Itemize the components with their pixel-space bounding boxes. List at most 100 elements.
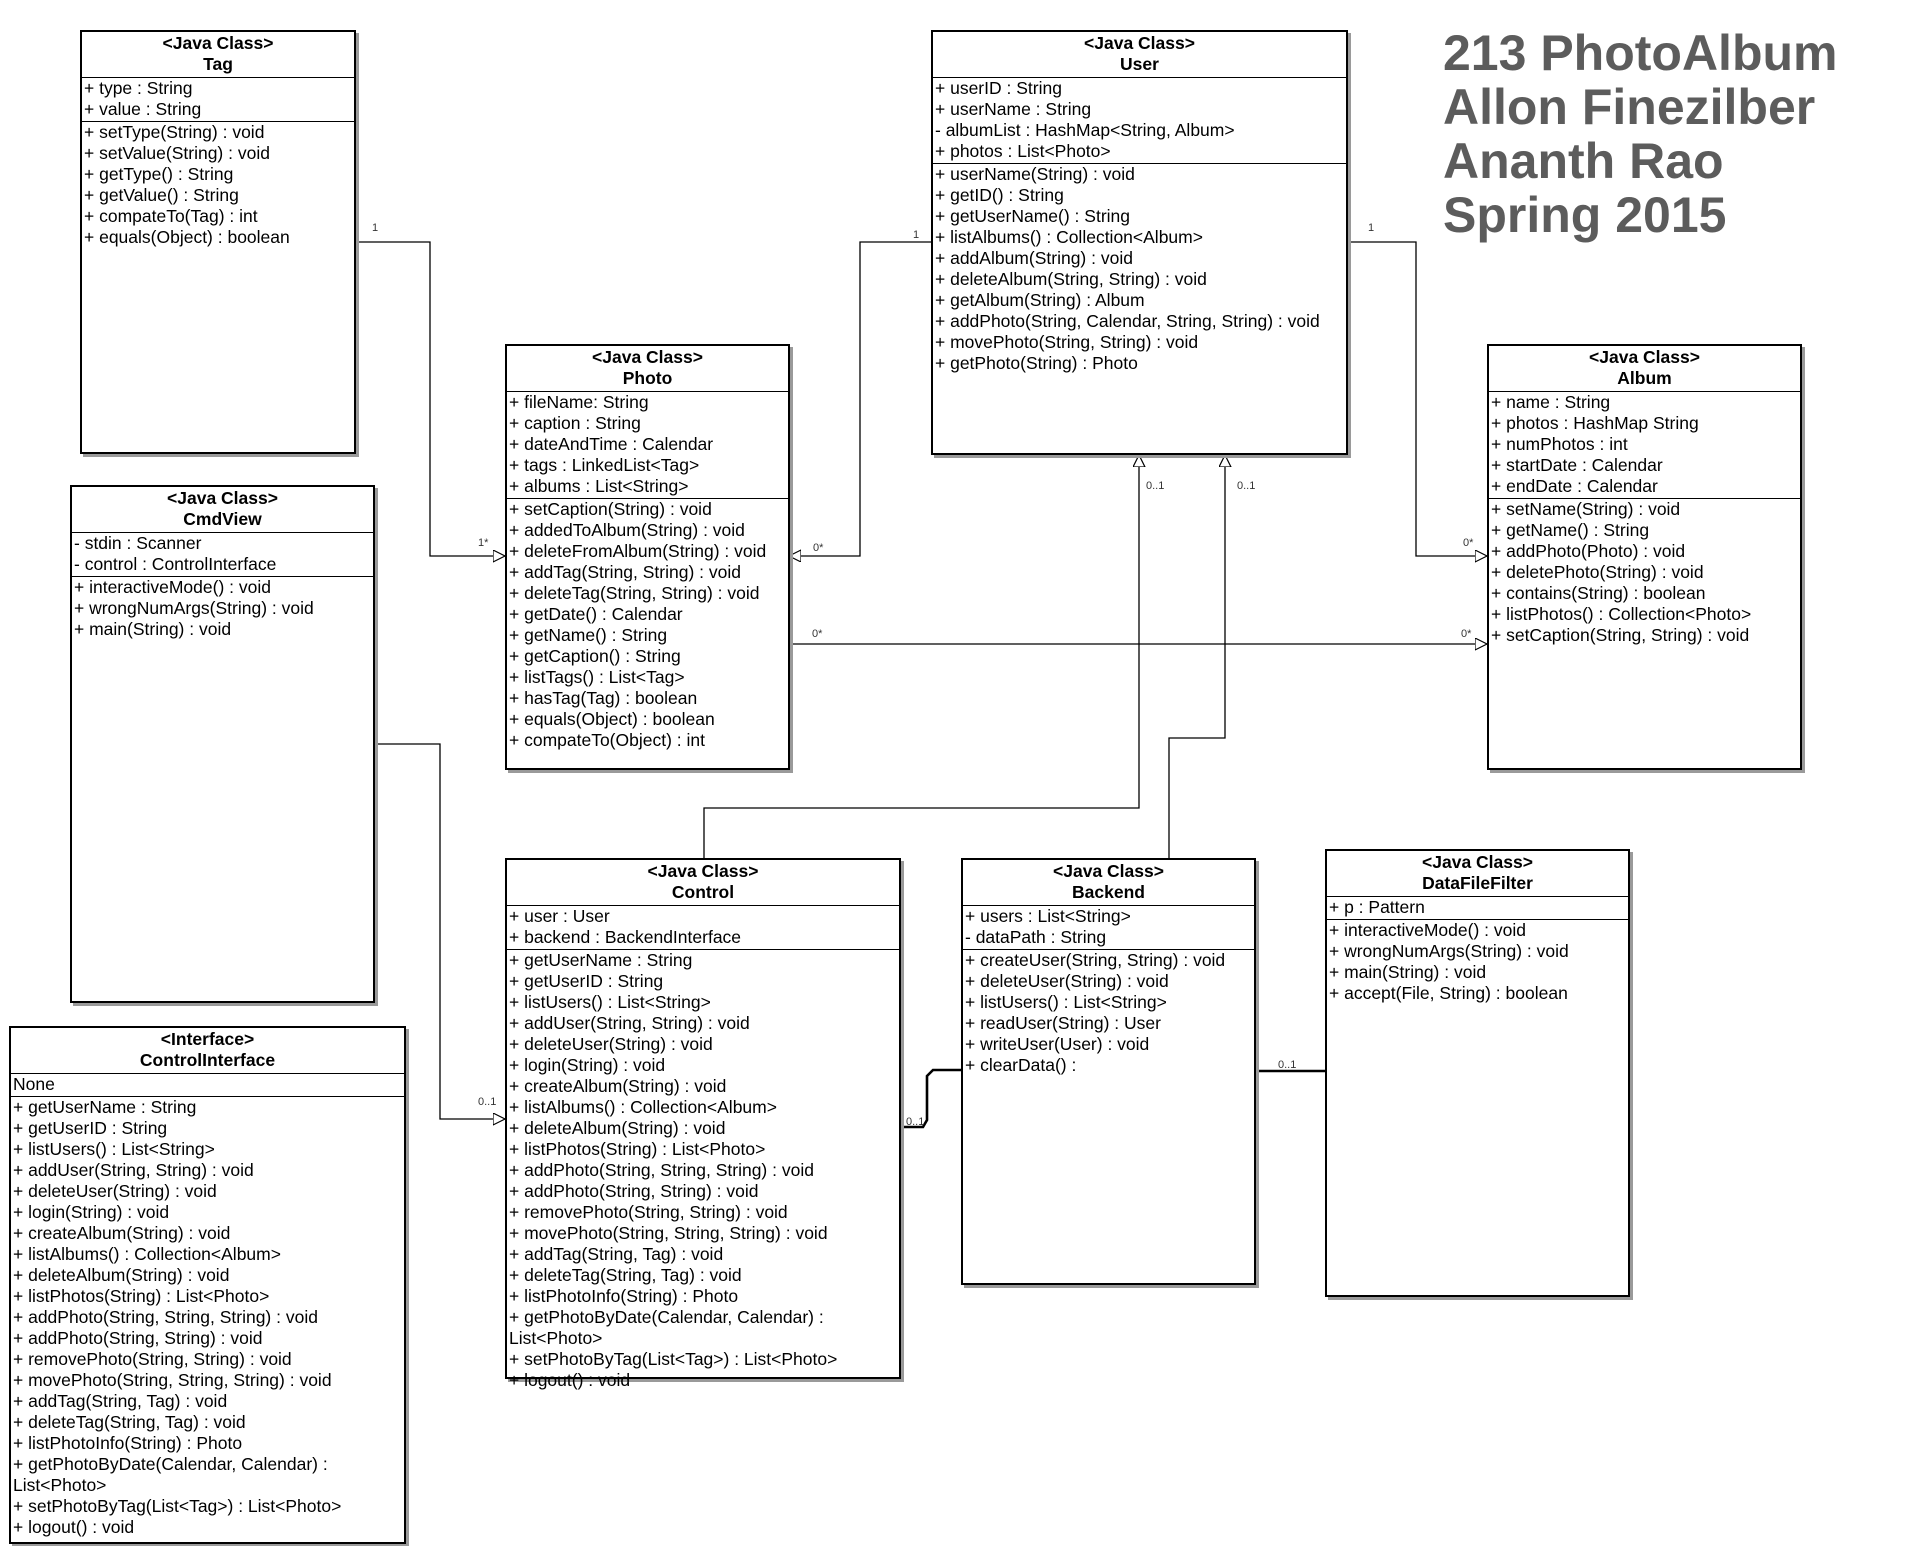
class-header: <Java Class>Tag bbox=[82, 32, 354, 78]
method: + addAlbum(String) : void bbox=[935, 248, 1133, 268]
method: + equals(Object) : boolean bbox=[84, 227, 290, 247]
mult-cmdview-control: 0..1 bbox=[478, 1096, 496, 1108]
mult-backend-user: 0..1 bbox=[1237, 480, 1255, 492]
edge-control-user bbox=[703, 455, 1139, 858]
class-album: <Java Class>Album+ name : String+ photos… bbox=[1487, 344, 1802, 770]
field: + albums : List<String> bbox=[509, 476, 689, 496]
method: + wrongNumArgs(String) : void bbox=[74, 598, 314, 618]
field: + type : String bbox=[84, 78, 193, 98]
method: + listAlbums() : Collection<Album> bbox=[935, 227, 1203, 247]
method: + getCaption() : String bbox=[509, 646, 681, 666]
field: + caption : String bbox=[509, 413, 641, 433]
field: - stdin : Scanner bbox=[74, 533, 202, 553]
class-header: <Java Class>CmdView bbox=[72, 487, 373, 533]
class-name: DataFileFilter bbox=[1422, 873, 1533, 893]
method: + setPhotoByTag(List<Tag>) : List<Photo> bbox=[13, 1496, 342, 1516]
method: + removePhoto(String, String) : void bbox=[13, 1349, 292, 1369]
method: + setType(String) : void bbox=[84, 122, 265, 142]
method: + contains(String) : boolean bbox=[1491, 583, 1706, 603]
method: + listPhotos(String) : List<Photo> bbox=[509, 1139, 766, 1159]
method: + listUsers() : List<String> bbox=[509, 992, 711, 1012]
methods-section: + setType(String) : void+ setValue(Strin… bbox=[82, 122, 354, 249]
field: + dateAndTime : Calendar bbox=[509, 434, 714, 454]
fields-section: + userID : String+ userName : String- al… bbox=[933, 78, 1346, 164]
method: + clearData() : bbox=[965, 1055, 1077, 1075]
method: + wrongNumArgs(String) : void bbox=[1329, 941, 1569, 961]
methods-section: + createUser(String, String) : void+ del… bbox=[963, 950, 1254, 1077]
class-name: Photo bbox=[622, 368, 673, 388]
method: + deletePhoto(String) : void bbox=[1491, 562, 1704, 582]
class-control: <Java Class>Control+ user : User+ backen… bbox=[505, 858, 901, 1390]
edge-backend-user bbox=[1168, 455, 1225, 858]
field: + startDate : Calendar bbox=[1491, 455, 1663, 475]
mult-user-album-src: 1 bbox=[1368, 222, 1374, 234]
mult-control-backend: 0..1 bbox=[906, 1116, 924, 1128]
stereotype-label: <Java Class> bbox=[647, 861, 759, 881]
fields-section: + p : Pattern bbox=[1327, 897, 1628, 920]
class-header: <Java Class>DataFileFilter bbox=[1327, 851, 1628, 897]
fields-section: + type : String+ value : String bbox=[82, 78, 354, 122]
method: + main(String) : void bbox=[1329, 962, 1487, 982]
fields-section: - stdin : Scanner- control : ControlInte… bbox=[72, 533, 373, 577]
field: + fileName: String bbox=[509, 392, 649, 412]
class-header: <Interface>ControlInterface bbox=[11, 1028, 404, 1074]
method: + getType() : String bbox=[84, 164, 234, 184]
method: + deleteUser(String) : void bbox=[965, 971, 1169, 991]
method: + movePhoto(String, String) : void bbox=[935, 332, 1199, 352]
method: + addedToAlbum(String) : void bbox=[509, 520, 745, 540]
class-name: User bbox=[1120, 54, 1159, 74]
method: + getUserID : String bbox=[13, 1118, 168, 1138]
stereotype-label: <Java Class> bbox=[167, 488, 278, 508]
method: + userName(String) : void bbox=[935, 164, 1135, 184]
mult-user-photo-dst: 0* bbox=[813, 542, 824, 554]
method: + addPhoto(String, String, String) : voi… bbox=[509, 1160, 814, 1180]
method: + createUser(String, String) : void bbox=[965, 950, 1226, 970]
method: + getAlbum(String) : Album bbox=[935, 290, 1145, 310]
method: + getPhotoByDate(Calendar, Calendar) : L… bbox=[13, 1454, 328, 1495]
methods-section: + interactiveMode() : void+ wrongNumArgs… bbox=[1327, 920, 1628, 1005]
method: + addTag(String, Tag) : void bbox=[509, 1244, 724, 1264]
method: + listAlbums() : Collection<Album> bbox=[13, 1244, 281, 1264]
method: + listPhotoInfo(String) : Photo bbox=[509, 1286, 739, 1306]
method: + logout() : void bbox=[13, 1517, 135, 1537]
method: + interactiveMode() : void bbox=[1329, 920, 1526, 940]
method: + logout() : void bbox=[509, 1370, 631, 1390]
stereotype-label: <Java Class> bbox=[162, 33, 274, 53]
method: + getUserName() : String bbox=[935, 206, 1130, 226]
methods-section: + setCaption(String) : void+ addedToAlbu… bbox=[507, 499, 788, 752]
class-photo: <Java Class>Photo+ fileName: String+ cap… bbox=[505, 344, 790, 770]
method: + deleteUser(String) : void bbox=[509, 1034, 713, 1054]
method: + main(String) : void bbox=[74, 619, 232, 639]
method: + accept(File, String) : boolean bbox=[1329, 983, 1568, 1003]
class-tag: <Java Class>Tag+ type : String+ value : … bbox=[80, 30, 356, 454]
field: - dataPath : String bbox=[965, 927, 1107, 947]
method: + getValue() : String bbox=[84, 185, 239, 205]
method: + deleteAlbum(String) : void bbox=[509, 1118, 726, 1138]
class-header: <Java Class>Control bbox=[507, 860, 899, 906]
field: + endDate : Calendar bbox=[1491, 476, 1658, 496]
method: + getDate() : Calendar bbox=[509, 604, 683, 624]
method: + setCaption(String, String) : void bbox=[1491, 625, 1750, 645]
method: + deleteTag(String, String) : void bbox=[509, 583, 760, 603]
method: + listPhotos() : Collection<Photo> bbox=[1491, 604, 1752, 624]
edge-control-backend bbox=[901, 1068, 961, 1129]
class-name: CmdView bbox=[183, 509, 262, 529]
fields-section: + name : String+ photos : HashMap String… bbox=[1489, 392, 1800, 499]
method: + listUsers() : List<String> bbox=[965, 992, 1167, 1012]
fields-section: + fileName: String+ caption : String+ da… bbox=[507, 392, 788, 499]
field: - control : ControlInterface bbox=[74, 554, 277, 574]
method: + addPhoto(String, String) : void bbox=[13, 1328, 263, 1348]
method: + deleteTag(String, Tag) : void bbox=[13, 1412, 246, 1432]
method: + writeUser(User) : void bbox=[965, 1034, 1150, 1054]
edge-cmdview-control bbox=[375, 743, 505, 1119]
class-name: Tag bbox=[203, 54, 233, 74]
mult-control-user: 0..1 bbox=[1146, 480, 1164, 492]
field: + name : String bbox=[1491, 392, 1611, 412]
title-line: 213 PhotoAlbum bbox=[1443, 25, 1838, 81]
method: + deleteTag(String, Tag) : void bbox=[509, 1265, 742, 1285]
class-name: Backend bbox=[1072, 882, 1145, 902]
mult-tag-photo-dst: 1* bbox=[478, 537, 489, 549]
method: + getUserID : String bbox=[509, 971, 664, 991]
